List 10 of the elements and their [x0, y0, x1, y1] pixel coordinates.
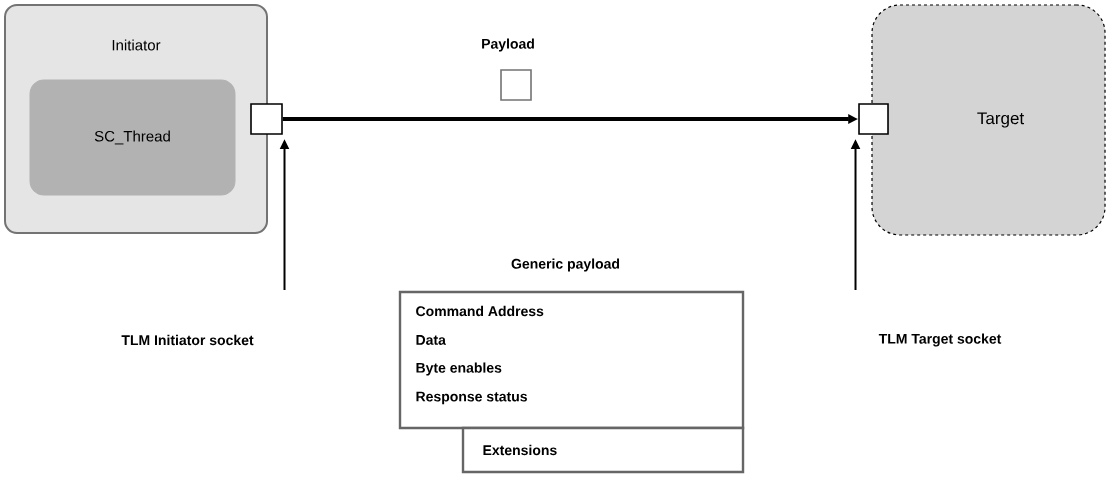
extensions-box: Extensions: [461, 426, 745, 474]
node-label: Payload: [482, 38, 534, 52]
socket-label: TLM Initiator socket: [121, 334, 254, 346]
socket-square: [250, 103, 283, 135]
node-label: Generic payload: [511, 258, 620, 272]
payload-square: Payload: [482, 38, 534, 101]
thread-box: SC_Thread: [29, 79, 236, 196]
socket-square: [858, 103, 889, 135]
socket-label: TLM Target socket: [878, 333, 1002, 347]
module-box: Target: [871, 4, 1106, 236]
